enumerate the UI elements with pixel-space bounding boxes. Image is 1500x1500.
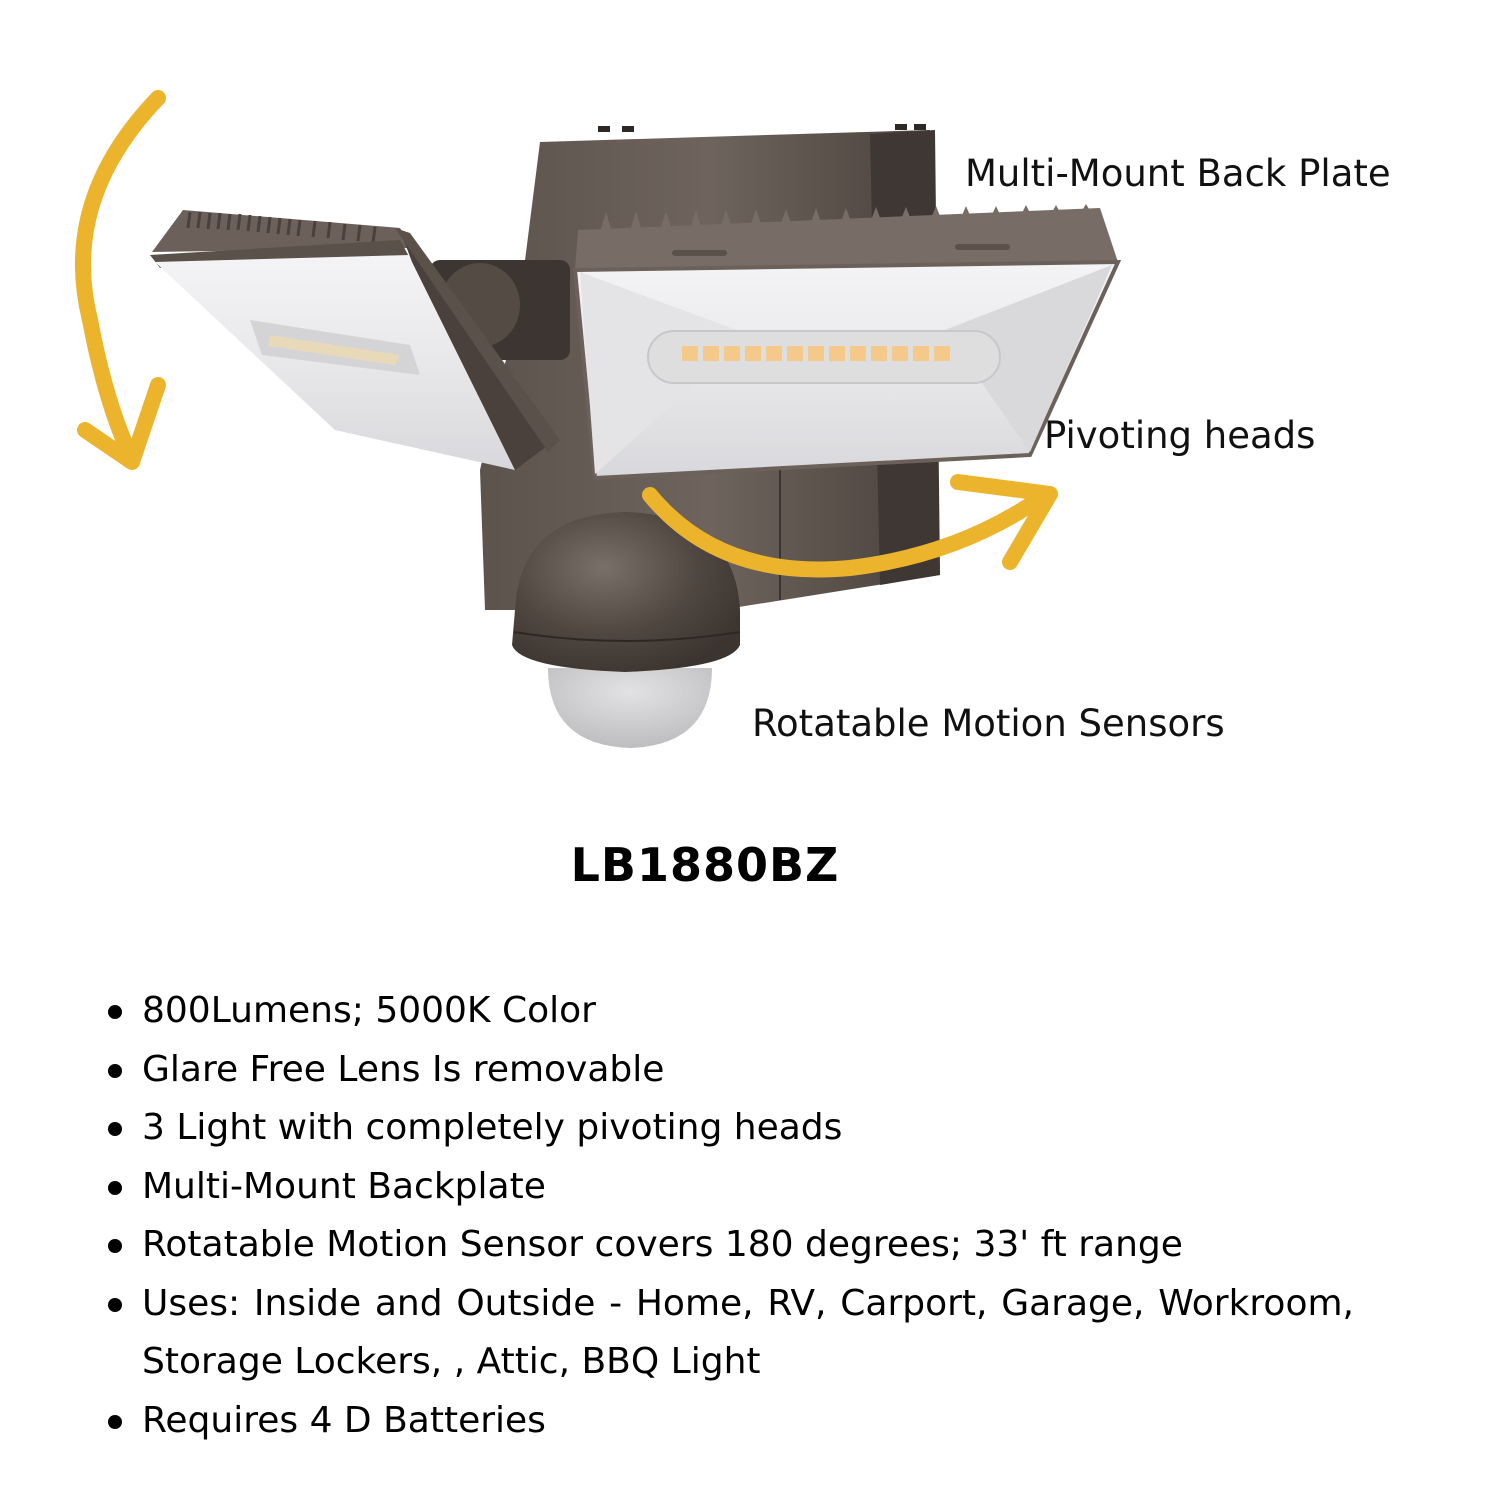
feature-item: 800Lumens; 5000K Color: [104, 982, 1354, 1041]
model-number: LB1880BZ: [570, 838, 840, 892]
bullet-icon: [108, 1122, 122, 1136]
callout-motion-sensors: Rotatable Motion Sensors: [752, 702, 1225, 745]
bullet-icon: [108, 1063, 122, 1078]
pivot-right-arrow-icon: [642, 474, 1058, 578]
left-light-head: [150, 210, 560, 470]
feature-item: Multi-Mount Backplate: [104, 1158, 1354, 1217]
rotate-down-arrow-icon: [75, 90, 166, 470]
right-light-head: [572, 204, 1122, 481]
bullet-icon: [108, 1297, 122, 1312]
bullet-icon: [108, 1180, 122, 1195]
bullet-icon: [108, 1239, 122, 1253]
bullet-icon: [108, 1414, 122, 1429]
callout-pivoting-heads: Pivoting heads: [1044, 414, 1316, 457]
feature-item: Glare Free Lens Is removable: [104, 1041, 1354, 1100]
feature-item: Requires 4 D Batteries: [104, 1392, 1354, 1451]
callout-back-plate: Multi-Mount Back Plate: [965, 152, 1391, 195]
motion-sensor: [512, 512, 741, 748]
feature-item: Rotatable Motion Sensor covers 180 degre…: [104, 1216, 1354, 1275]
feature-item: Uses: Inside and Outside - Home, RV, Car…: [104, 1275, 1354, 1392]
feature-item: 3 Light with completely pivoting heads: [104, 1099, 1354, 1158]
product-illustration: [75, 90, 1122, 748]
bullet-icon: [108, 1005, 122, 1019]
feature-list: 800Lumens; 5000K Color Glare Free Lens I…: [104, 982, 1354, 1450]
